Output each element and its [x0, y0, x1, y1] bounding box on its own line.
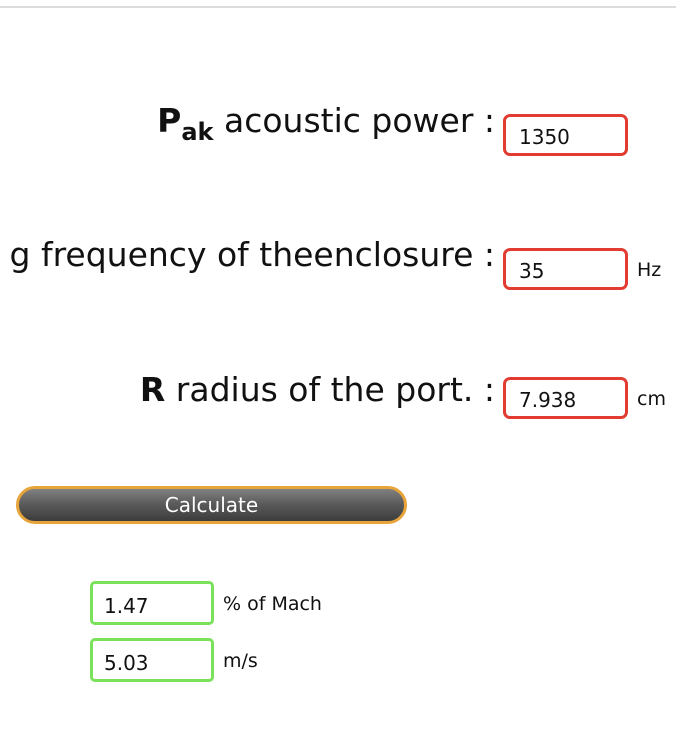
enclosure-frequency-text: g frequency of theenclosure : [9, 235, 495, 274]
port-radius-input[interactable]: 7.938 [503, 377, 628, 419]
mach-percent-output: 1.47 [90, 581, 214, 625]
acoustic-power-input[interactable]: 1350 [503, 114, 628, 156]
acoustic-power-text: acoustic power : [213, 101, 495, 140]
calculate-button[interactable]: Calculate [16, 486, 407, 524]
enclosure-frequency-label: g frequency of theenclosure : [10, 235, 495, 275]
radius-unit: cm [637, 388, 666, 410]
acoustic-power-symbol: P [157, 101, 182, 140]
port-radius-label: R radius of the port. : [140, 370, 495, 410]
mach-percent-unit: % of Mach [223, 593, 322, 615]
port-radius-symbol: R [139, 370, 166, 409]
port-radius-text: radius of the port. : [165, 370, 495, 409]
top-divider [0, 6, 676, 8]
acoustic-power-subscript: ak [181, 118, 214, 146]
air-velocity-output: 5.03 [90, 638, 214, 682]
frequency-unit: Hz [637, 259, 662, 281]
enclosure-frequency-input[interactable]: 35 [503, 248, 628, 290]
air-velocity-unit: m/s [223, 650, 258, 672]
acoustic-power-label: Pak acoustic power : [157, 101, 495, 146]
